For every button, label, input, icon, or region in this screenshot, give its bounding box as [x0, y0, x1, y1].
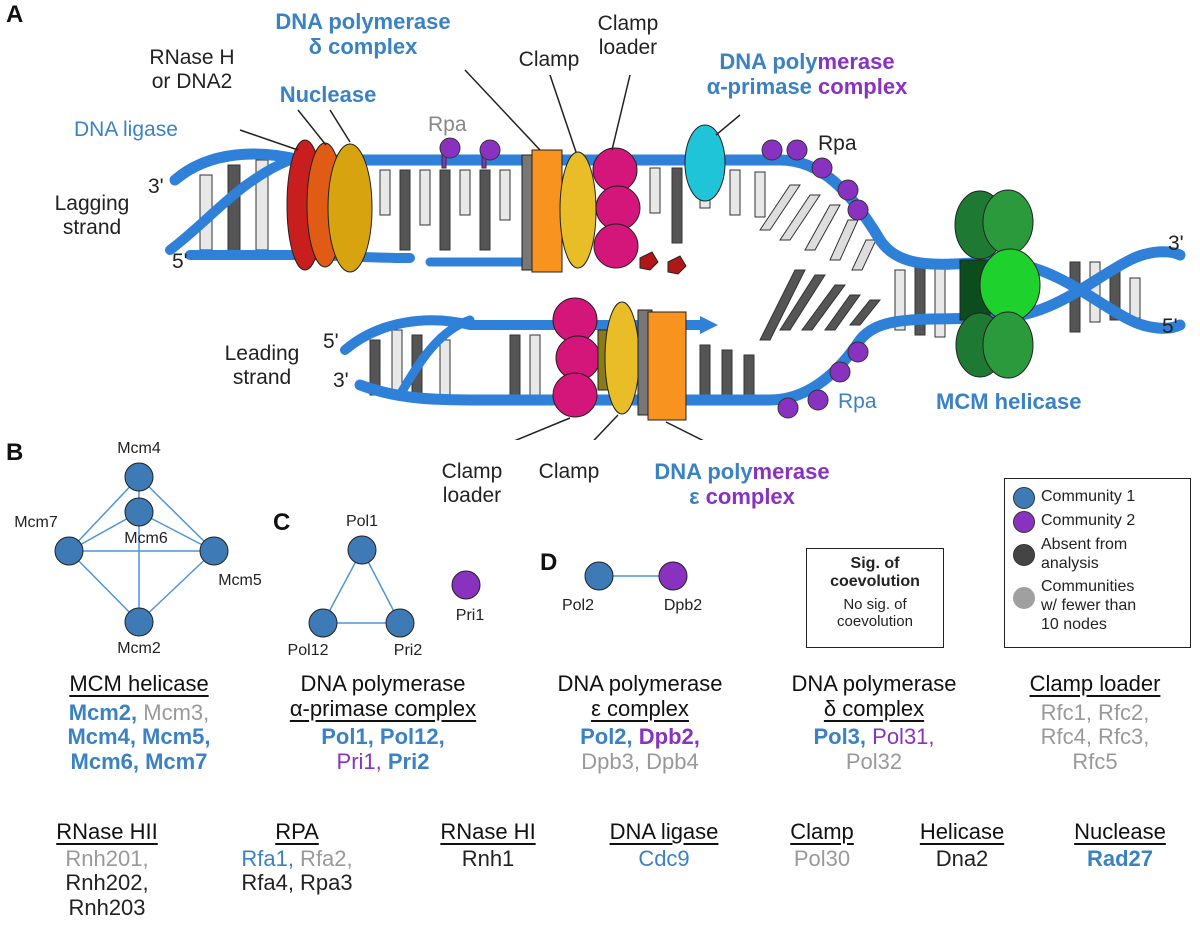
- nuclease-shape: [327, 143, 373, 273]
- clamp-loader-bottom-shape: [552, 297, 601, 418]
- label-3prime-right: 3': [1168, 232, 1184, 255]
- complex-alpha-header1: DNA polymerase: [300, 671, 466, 696]
- pol-alpha-primase-shape: [684, 124, 726, 202]
- label-clamp-loader-bottom: Clamp loader: [441, 460, 503, 507]
- legend-community1: Community 1: [1013, 487, 1135, 509]
- replication-fork-illustration: [165, 69, 1186, 440]
- node-label-pol1: Pol1: [345, 513, 379, 530]
- callout-lines: [239, 69, 741, 440]
- panel-label-c: C: [273, 509, 291, 536]
- label-clamp-bottom: Clamp: [538, 460, 600, 483]
- complex-rnase-hi: RNase HI Rnh1: [440, 819, 536, 871]
- alpha-network-nodes: [308, 535, 481, 638]
- community2-dot-icon: [1013, 511, 1035, 533]
- complex-helicase: Helicase Dna2: [919, 819, 1005, 871]
- node-label-pol12: Pol12: [287, 642, 329, 659]
- label-3prime-top-left: 3': [148, 175, 164, 198]
- complex-rpa: RPA Rfa1, Rfa2, Rfa4, Rpa3: [241, 819, 353, 896]
- mcm-network-edges: [68, 476, 215, 623]
- complex-clamp: Clamp Pol30: [790, 819, 854, 871]
- alpha-network-edges: [322, 549, 401, 624]
- pol-eps-shape: [647, 311, 687, 421]
- node-label-mcm5: Mcm5: [218, 572, 262, 589]
- complex-pol-delta: DNA polymerase δ complex Pol3, Pol31, Po…: [791, 671, 957, 774]
- label-pol-alpha: DNA polymerase α-primase complex: [706, 49, 908, 99]
- node-label-pri1: Pri1: [455, 607, 485, 624]
- complex-pol-alpha: DNA polymerase α-primase complex Pol1, P…: [289, 671, 477, 774]
- lagging-strand-basepairs: [199, 159, 766, 254]
- label-5prime-right: 5': [1162, 315, 1178, 338]
- rna-primer-icons: [639, 251, 687, 275]
- legend-community2: Community 2: [1013, 511, 1135, 533]
- panel-label-b: B: [6, 439, 24, 466]
- node-label-dpb2: Dpb2: [663, 597, 703, 614]
- leading-arrowhead-icon: [700, 316, 718, 334]
- label-rpa-gray: Rpa: [428, 113, 467, 136]
- complex-mcm: MCM helicase Mcm2, Mcm3, Mcm4, Mcm5, Mcm…: [67, 671, 211, 774]
- sig-title-1: Sig. of: [850, 555, 900, 572]
- node-label-pri2: Pri2: [393, 642, 423, 659]
- label-pol-eps: DNA polymerase ε complex: [654, 459, 830, 509]
- pol-delta-shape: [531, 149, 563, 273]
- rpa-lagging-icons: [439, 137, 869, 221]
- label-rnase-h: RNase H or DNA2: [149, 46, 235, 93]
- clamp-bottom-shape: [604, 301, 640, 415]
- label-rpa-right: Rpa: [818, 132, 857, 155]
- clamp-loader-top-shape: [592, 147, 641, 269]
- node-label-pol2: Pol2: [561, 597, 595, 614]
- panel-label-a: A: [6, 1, 24, 28]
- complex-alpha-header2: α-primase complex: [289, 695, 477, 721]
- node-label-mcm7: Mcm7: [14, 514, 58, 531]
- complex-rnase-hii: RNase HII Rnh201, Rnh202, Rnh203: [56, 819, 158, 920]
- label-leading-strand: Leading strand: [224, 342, 300, 389]
- clamp-top-shape: [559, 151, 597, 269]
- eps-node-dpb2: [658, 561, 688, 591]
- sig-sub-1: No sig. of: [843, 595, 907, 613]
- complex-nuclease: Nuclease Rad27: [1074, 819, 1166, 871]
- node-label-mcm2: Mcm2: [117, 640, 161, 657]
- complex-mcm-header: MCM helicase: [69, 671, 209, 696]
- rpa-leading-icons: [777, 341, 869, 419]
- label-mcm-helicase: MCM helicase: [936, 389, 1082, 414]
- significance-key-box: Sig. of coevolution No sig. of coevoluti…: [806, 548, 944, 648]
- fork-lower-rungs: [759, 269, 882, 341]
- fork-upper-rungs: [759, 184, 877, 271]
- label-rpa-bottom: Rpa: [838, 390, 877, 413]
- label-nuclease: Nuclease: [279, 82, 377, 107]
- node-label-mcm4: Mcm4: [117, 440, 161, 457]
- community1-dot-icon: [1013, 487, 1035, 509]
- sig-sub-2: coevolution: [837, 613, 913, 631]
- sig-title-2: coevolution: [830, 573, 920, 591]
- label-3prime-leading: 3': [333, 369, 349, 392]
- label-clamp-top: Clamp: [518, 48, 580, 71]
- label-5prime-leading: 5': [323, 330, 339, 353]
- panel-label-d: D: [540, 549, 558, 576]
- node-label-mcm6: Mcm6: [124, 530, 168, 547]
- complex-clamp-loader: Clamp loader Rfc1, Rfc2, Rfc4, Rfc3, Rfc…: [1029, 671, 1161, 774]
- label-clamp-loader-top: Clamp loader: [597, 12, 659, 59]
- few-nodes-dot-icon: [1013, 587, 1035, 609]
- absent-dot-icon: [1013, 544, 1035, 566]
- mcm-helicase-shape: [954, 189, 1041, 379]
- label-lagging-strand: Lagging strand: [54, 192, 130, 239]
- label-5prime-top-left: 5': [172, 250, 188, 273]
- mcm-network-nodes: [54, 462, 229, 637]
- label-dna-ligase: DNA ligase: [74, 118, 178, 141]
- complex-dna-ligase: DNA ligase Cdc9: [609, 819, 719, 871]
- eps-node-pol2: [584, 561, 614, 591]
- label-pol-delta: DNA polymerase δ complex: [275, 9, 451, 59]
- complex-pol-eps: DNA polymerase ε complex Pol2, Dpb2, Dpb…: [557, 671, 723, 774]
